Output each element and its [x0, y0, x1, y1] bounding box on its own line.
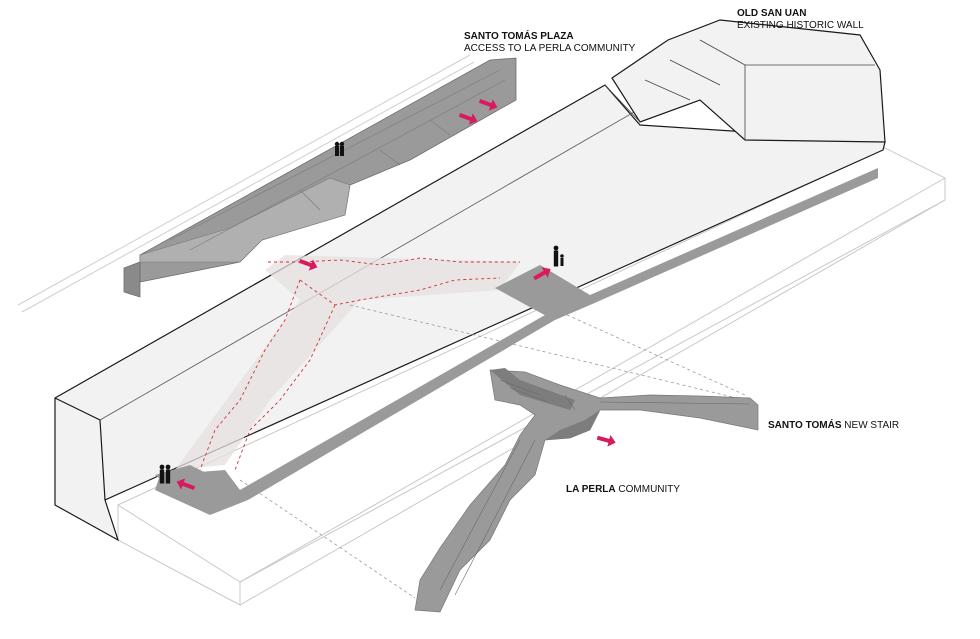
arrow-icon [478, 99, 498, 111]
label-community-bold: LA PERLA [566, 484, 616, 495]
arrow-icon [458, 113, 478, 125]
connector-ramp [155, 168, 878, 515]
arrows [176, 99, 616, 490]
wall-top-path [175, 255, 520, 470]
guide-lines [239, 304, 746, 599]
label-old-san-juan-title: OLD SAN UAN [737, 8, 807, 19]
label-new-stair-rest: NEW STAIR [841, 420, 900, 431]
arrow-icon [176, 478, 196, 490]
upper-landing [495, 265, 590, 318]
label-new-stair-bold: SANTO TOMÁS [768, 420, 842, 431]
arrow-icon [596, 434, 616, 447]
label-new-stair: SANTO TOMÁS NEW STAIR [768, 420, 899, 432]
street-lines [17, 54, 475, 313]
label-community-rest: COMMUNITY [615, 484, 681, 495]
label-old-san-juan: OLD SAN UAN EXISTING HISTORIC WALL [737, 8, 864, 31]
person-icon [159, 464, 171, 484]
label-plaza-subtitle: ACCESS TO LA PERLA COMMUNITY [464, 42, 636, 54]
label-santo-tomas-plaza: SANTO TOMÁS PLAZA ACCESS TO LA PERLA COM… [464, 31, 635, 54]
label-la-perla-community: LA PERLA COMMUNITY [566, 484, 680, 496]
label-old-san-juan-subtitle: EXISTING HISTORIC WALL [737, 19, 864, 31]
label-plaza-title: SANTO TOMÁS PLAZA [464, 31, 574, 42]
new-stair-structure [414, 368, 759, 613]
arrow-icon [533, 267, 551, 281]
arrow-icon [298, 259, 318, 271]
people-figures [159, 141, 564, 484]
person-icon [334, 141, 345, 156]
person-icon [553, 245, 564, 267]
lower-landing [155, 465, 240, 512]
